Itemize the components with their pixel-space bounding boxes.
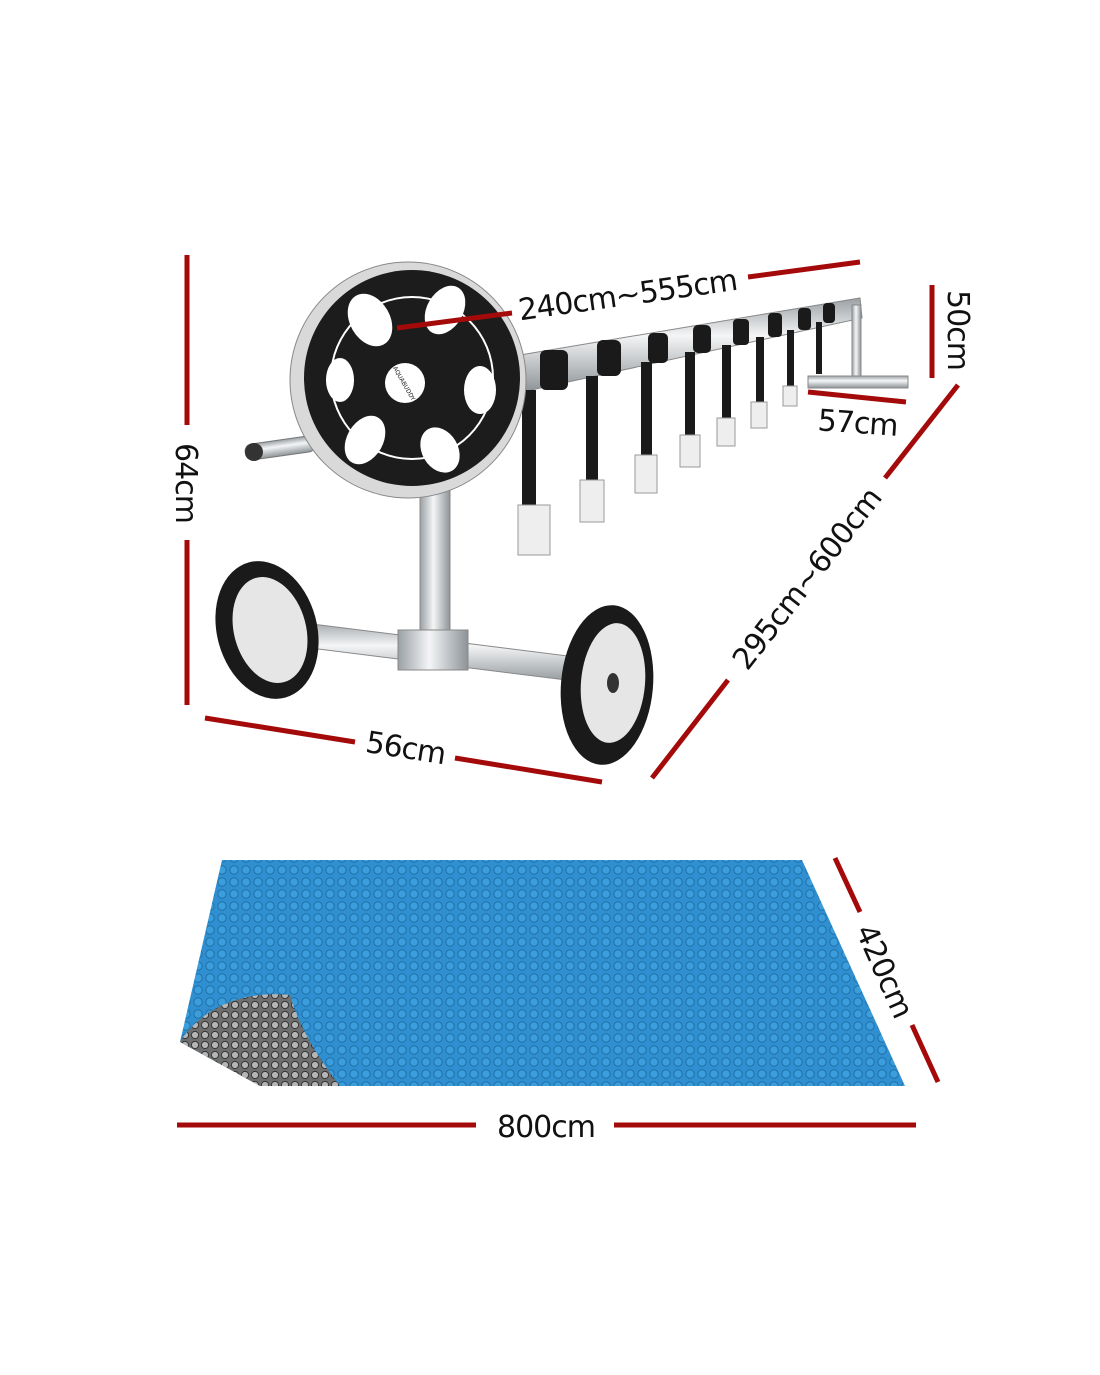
winding-wheel: AQUABUDDY — [289, 261, 527, 499]
cover-curled-corner — [180, 994, 340, 1086]
tube-length-label: 240cm~555cm — [516, 263, 739, 328]
left-ground-wheel — [215, 561, 319, 699]
cover-straps — [517, 303, 835, 556]
height-label: 64cm — [168, 443, 203, 523]
dim-end-stand-width: 57cm — [807, 389, 907, 444]
dim-height: 64cm — [168, 255, 203, 705]
end-stand-width-label: 57cm — [817, 403, 899, 443]
right-ground-wheel — [560, 605, 654, 765]
pool-width-label: 295cm~600cm — [726, 482, 889, 677]
t-connector — [397, 629, 469, 671]
pool-cover-roller: AQUABUDDY — [215, 261, 909, 765]
crank-handle — [244, 435, 316, 461]
dim-end-stand-height: 50cm — [929, 285, 975, 378]
roller-tube — [517, 297, 909, 556]
dim-base-width: 56cm — [204, 715, 603, 785]
wheel-logo — [385, 363, 425, 403]
end-stand-height-label: 50cm — [940, 290, 975, 370]
cover-length-label: 800cm — [497, 1110, 595, 1145]
end-stand — [807, 304, 909, 389]
dim-cover-length: 800cm — [177, 1110, 916, 1145]
solar-pool-cover — [180, 860, 905, 1086]
base-width-label: 56cm — [363, 725, 447, 772]
